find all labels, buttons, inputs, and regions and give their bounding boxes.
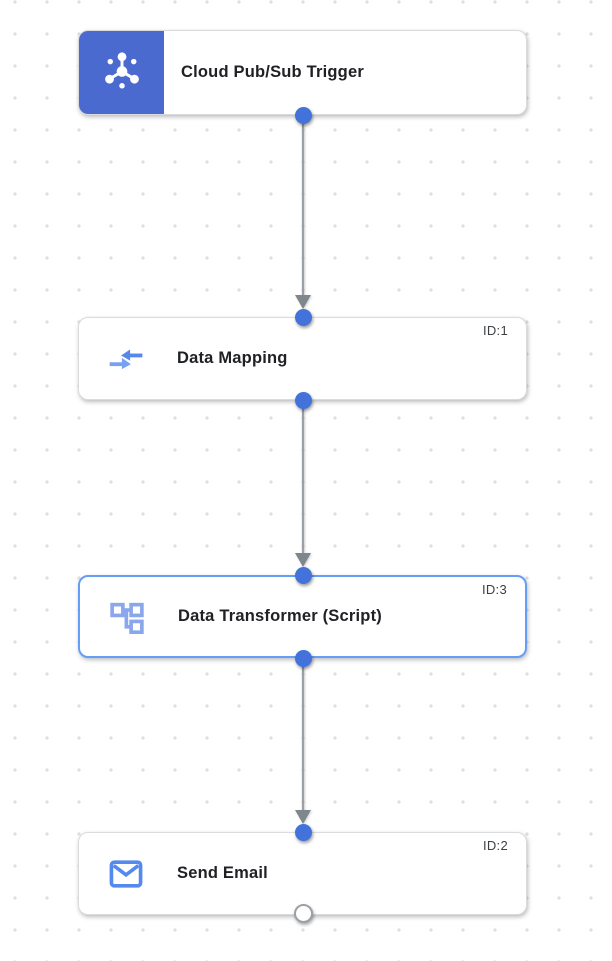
node-id-badge: ID:1 bbox=[482, 323, 508, 338]
port-email-in[interactable] bbox=[294, 823, 312, 841]
data-transformer-icon bbox=[106, 596, 148, 638]
node-id-badge: ID:2 bbox=[482, 838, 508, 853]
node-title: Cloud Pub/Sub Trigger bbox=[181, 63, 364, 81]
node-data-mapping[interactable]: ID:1 Data Mapping bbox=[78, 317, 527, 400]
data-mapping-icon bbox=[105, 338, 147, 380]
edge-mapping-to-transformer[interactable] bbox=[295, 400, 311, 567]
port-transformer-out[interactable] bbox=[294, 649, 312, 667]
pubsub-icon bbox=[100, 48, 144, 97]
node-title: Data Transformer (Script) bbox=[178, 607, 382, 625]
edge-trigger-to-mapping[interactable] bbox=[295, 115, 311, 309]
node-title: Data Mapping bbox=[177, 349, 288, 367]
port-mapping-out[interactable] bbox=[294, 391, 312, 409]
node-send-email[interactable]: ID:2 Send Email bbox=[78, 832, 527, 915]
node-title: Send Email bbox=[177, 864, 268, 882]
node-id-badge: ID:3 bbox=[481, 582, 507, 597]
port-email-out-open[interactable] bbox=[293, 903, 313, 923]
trigger-icon-block bbox=[79, 31, 164, 114]
edge-transformer-to-email[interactable] bbox=[295, 658, 311, 824]
port-mapping-in[interactable] bbox=[294, 308, 312, 326]
node-data-transformer[interactable]: ID:3 Data Transformer (Script) bbox=[78, 575, 527, 658]
port-trigger-out[interactable] bbox=[294, 106, 312, 124]
node-cloud-pubsub-trigger[interactable]: Cloud Pub/Sub Trigger bbox=[78, 30, 527, 115]
send-email-icon bbox=[105, 853, 147, 895]
port-transformer-in[interactable] bbox=[294, 566, 312, 584]
